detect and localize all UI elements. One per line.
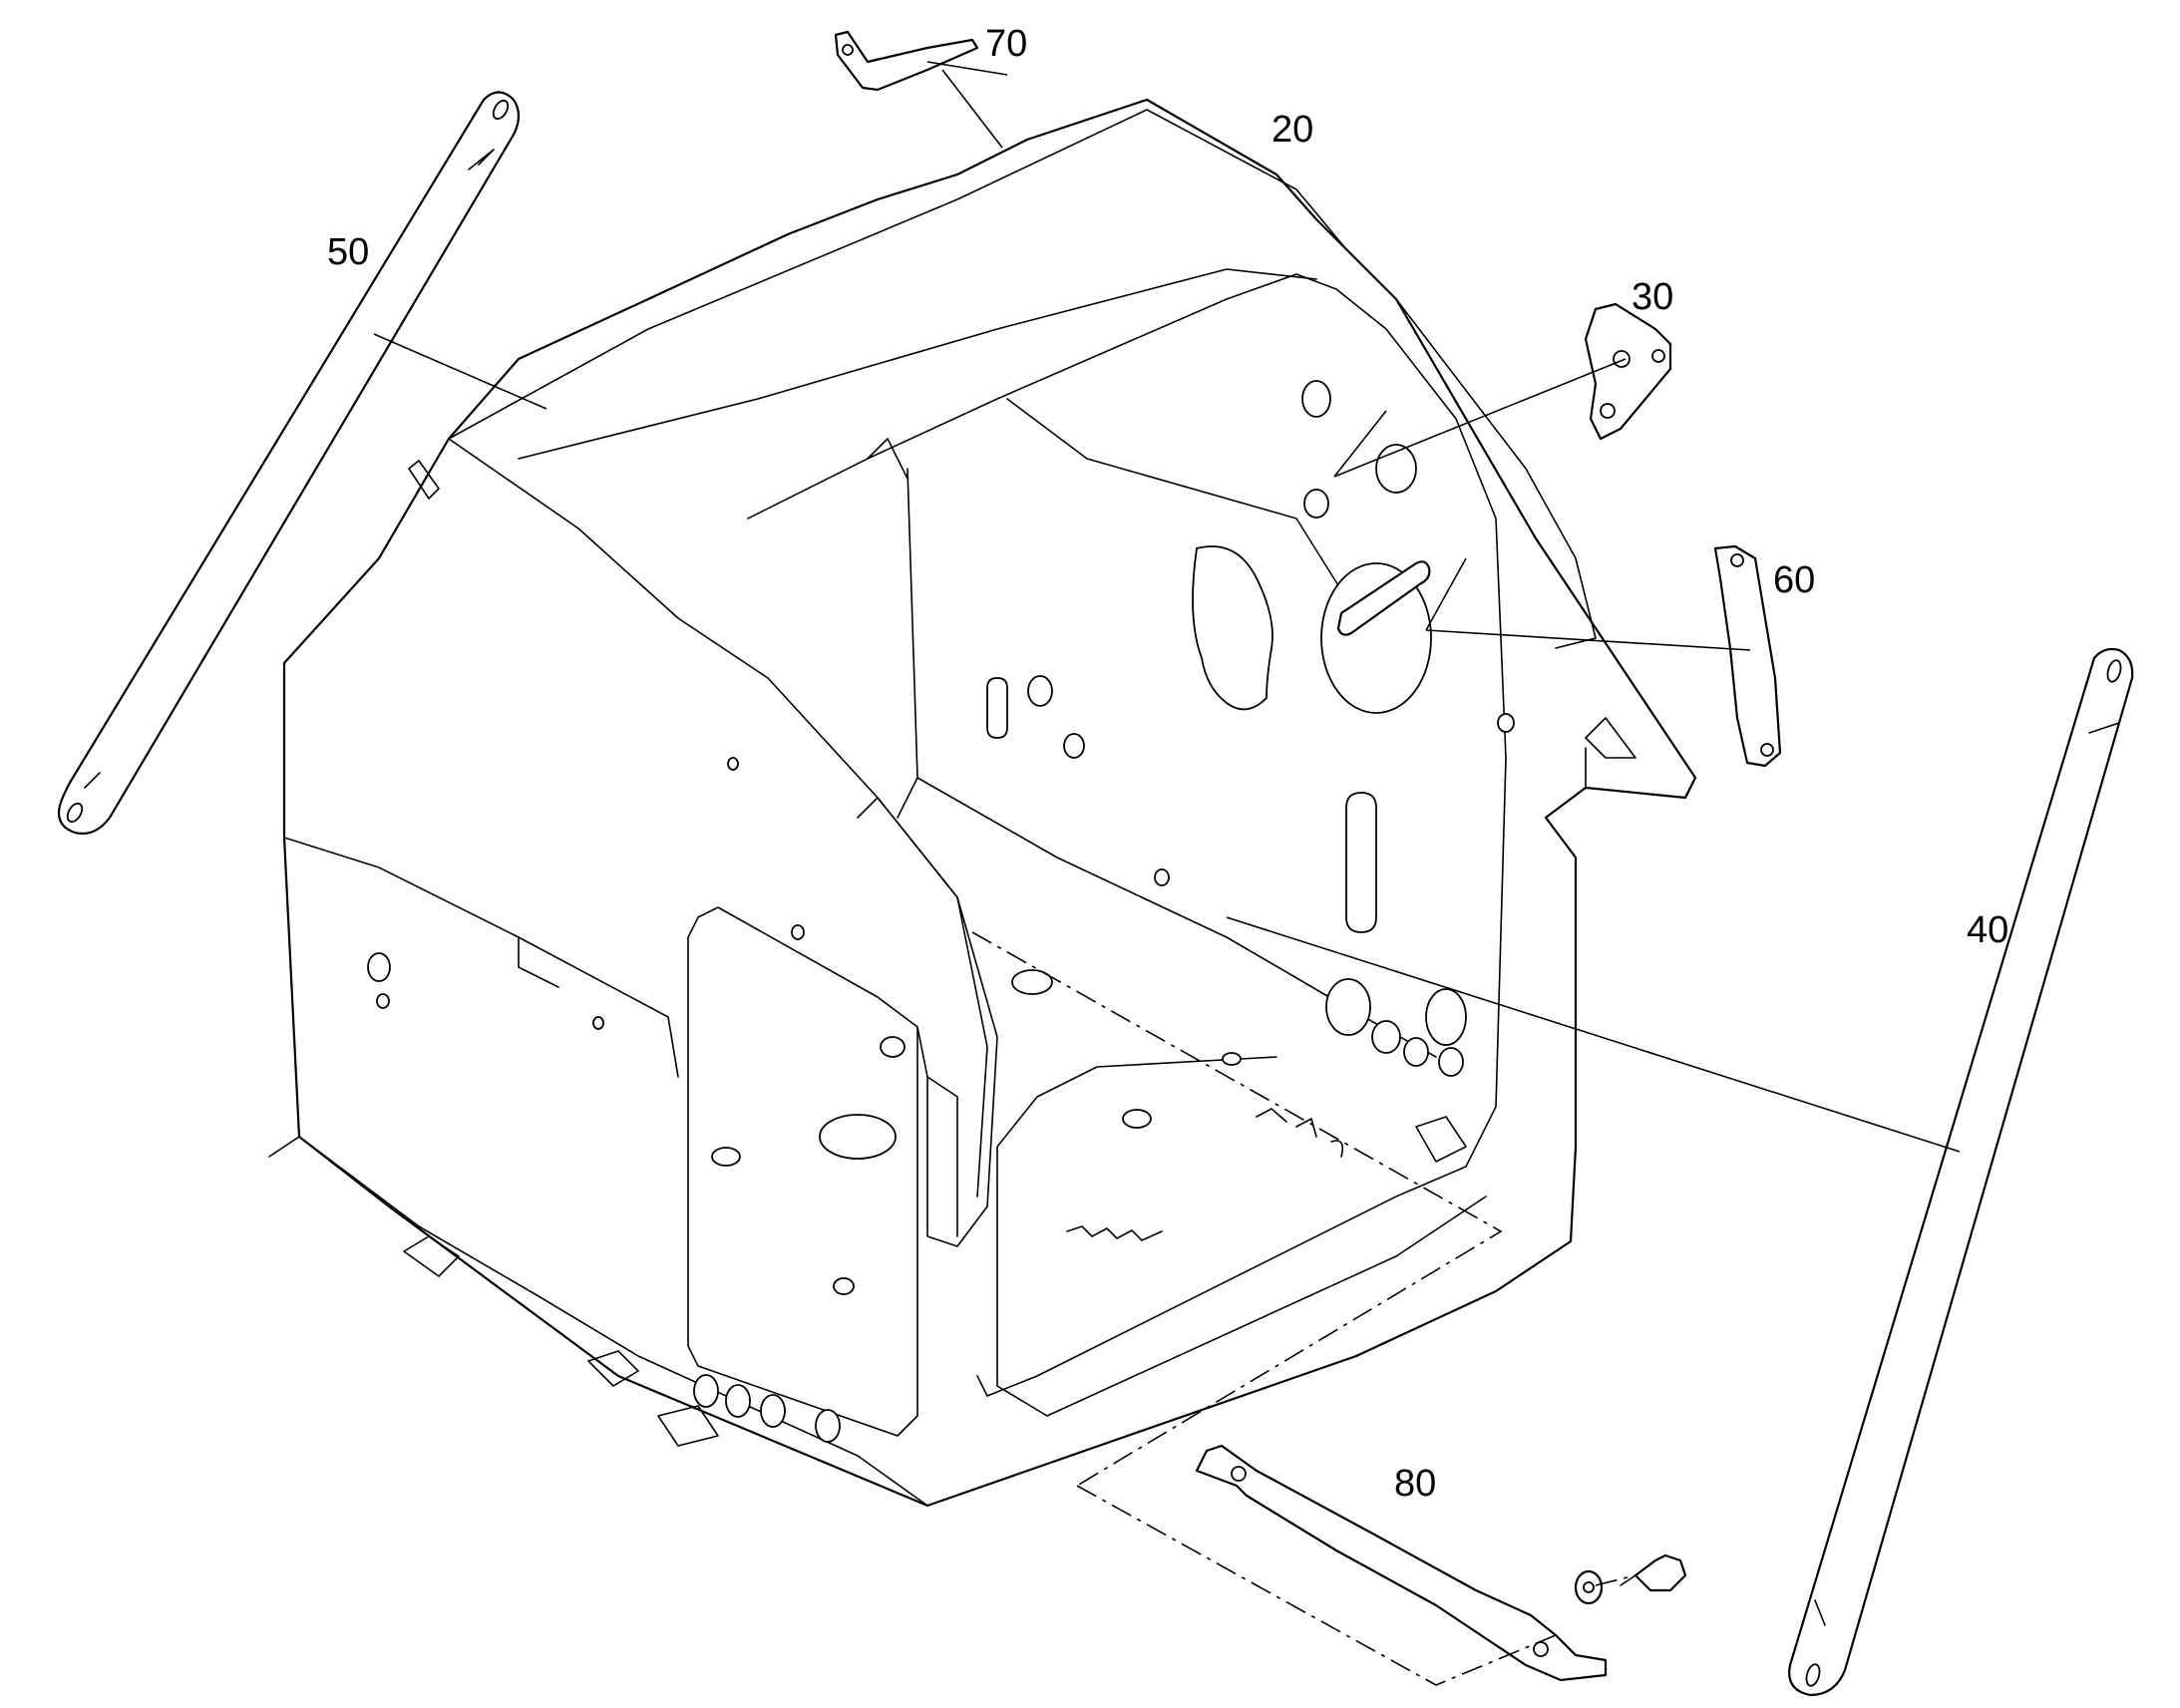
callout-20: 20 bbox=[1272, 109, 1313, 151]
part-70-top-bracket bbox=[834, 30, 979, 92]
slot-back-wall bbox=[1345, 792, 1377, 933]
frame-housing bbox=[268, 98, 1697, 1508]
housing-outline bbox=[282, 98, 1697, 1508]
roof-panel bbox=[448, 109, 1347, 440]
part-80-lower-bracket bbox=[1195, 1444, 1687, 1682]
left-opening bbox=[747, 273, 1507, 1397]
front-pillar bbox=[857, 797, 998, 1247]
left-inner-panel bbox=[687, 906, 918, 1437]
callout-labels: 20 30 40 50 60 70 80 bbox=[327, 23, 2008, 1505]
part-60-strip bbox=[1713, 544, 1782, 768]
part-50-left-strut bbox=[57, 91, 521, 836]
part-40-right-strut bbox=[1788, 647, 2134, 1697]
callout-40: 40 bbox=[1967, 909, 2008, 951]
shaft-pin bbox=[1336, 560, 1431, 636]
large-cutout bbox=[1192, 545, 1273, 711]
callout-80: 80 bbox=[1394, 1463, 1436, 1505]
part-30-plate bbox=[1584, 302, 1672, 441]
bolt bbox=[1634, 1553, 1687, 1592]
callout-70: 70 bbox=[985, 23, 1027, 65]
callout-60: 60 bbox=[1773, 559, 1815, 601]
floor-panel bbox=[996, 1056, 1277, 1387]
right-flange bbox=[1395, 298, 1597, 649]
callout-30: 30 bbox=[1632, 276, 1673, 318]
leader-lines bbox=[373, 61, 1961, 1153]
callout-50: 50 bbox=[327, 231, 369, 273]
assembly-lines bbox=[971, 931, 1636, 1686]
